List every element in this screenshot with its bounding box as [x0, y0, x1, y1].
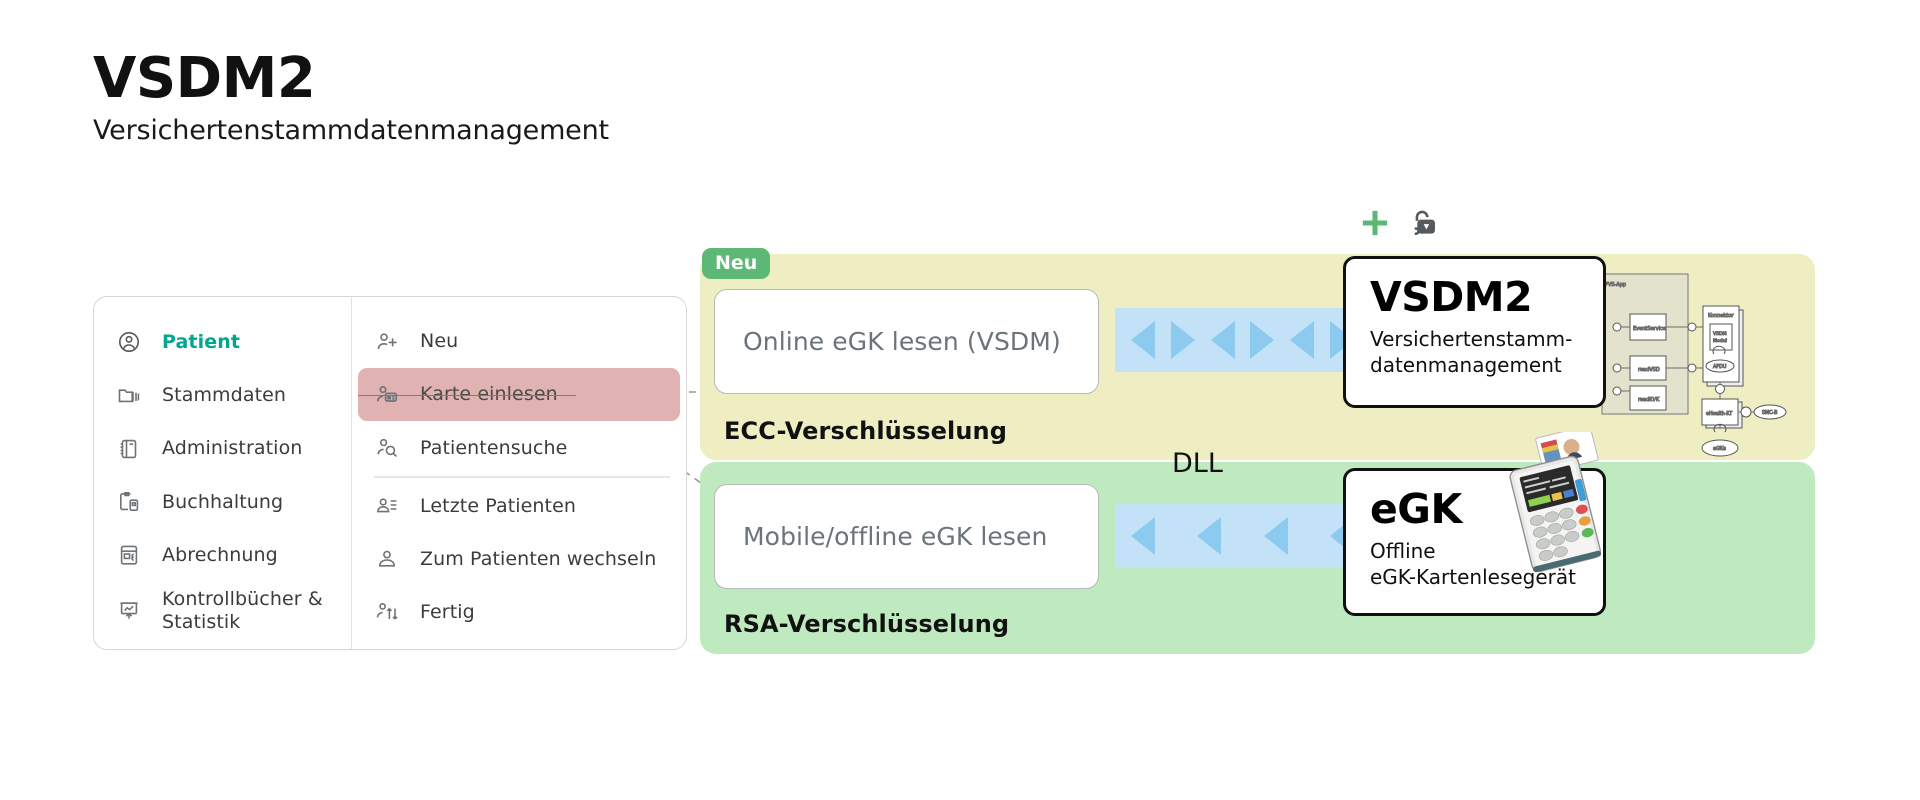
- info-card-title: VSDM2: [1370, 273, 1533, 321]
- presentation-chart-icon: [116, 598, 142, 624]
- menu-item-label: Patientensuche: [420, 436, 568, 459]
- band-rsa-offline: Mobile/offline eGK lesen DLL RSA-Verschl…: [700, 448, 1815, 654]
- menu-item-label: Buchhaltung: [162, 490, 284, 513]
- svg-text:eHealth-KT: eHealth-KT: [1706, 411, 1732, 417]
- menu-divider: [374, 476, 670, 478]
- card-online-egk-lesen[interactable]: Online eGK lesen (VSDM): [714, 289, 1099, 394]
- svg-text:APDU: APDU: [1713, 364, 1727, 370]
- arrow-left-icon: [1290, 321, 1315, 359]
- folders-icon: [116, 382, 142, 408]
- top-icons-group: [1358, 206, 1438, 244]
- menu-item-abrechnung[interactable]: Abrechnung: [94, 529, 351, 582]
- menu-item-fertig[interactable]: Fertig: [352, 586, 686, 639]
- arrow-left-icon: [1131, 321, 1155, 359]
- menu-item-label: Kontrollbücher & Statistik: [162, 588, 323, 633]
- arrow-strip-unidirectional: [1115, 504, 1370, 568]
- user-icon: [374, 546, 400, 572]
- user-arrows-icon: [374, 599, 400, 625]
- svg-text:EventService: EventService: [1633, 326, 1666, 332]
- user-card-icon: [374, 382, 400, 408]
- notebook-icon: [116, 436, 142, 462]
- svg-text:readKVK: readKVK: [1638, 397, 1660, 403]
- svg-text:VSDM: VSDM: [1713, 331, 1727, 337]
- user-search-icon: [374, 435, 400, 461]
- arrow-left-icon: [1197, 517, 1222, 555]
- user-circle-icon: [116, 329, 142, 355]
- menu-item-label: Administration: [162, 437, 303, 460]
- user-list-icon: [374, 493, 400, 519]
- menu-item-stammdaten[interactable]: Stammdaten: [94, 368, 351, 421]
- arrow-left-icon: [1210, 321, 1235, 359]
- plus-icon: [1358, 206, 1392, 244]
- info-card-subtitle: Versichertenstamm- datenmanagement: [1370, 327, 1573, 378]
- menu-column-secondary: Neu Karte einlesen: [352, 297, 686, 649]
- svg-text:readVSD: readVSD: [1638, 367, 1660, 373]
- menu-item-patient[interactable]: Patient: [94, 315, 351, 368]
- menu-item-buchhaltung[interactable]: Buchhaltung: [94, 475, 351, 528]
- card-mobile-offline-egk-lesen[interactable]: Mobile/offline eGK lesen: [714, 484, 1099, 589]
- menu-item-karte-einlesen[interactable]: Karte einlesen: [358, 368, 680, 422]
- status-badge-neu: Neu: [702, 248, 771, 279]
- menu-item-label: Patient: [162, 330, 241, 353]
- menu-item-patientensuche[interactable]: Patientensuche: [352, 421, 686, 474]
- unlocked-padlock-icon: [1406, 207, 1438, 243]
- menu-item-label: Letzte Patienten: [420, 495, 577, 517]
- caption-ecc-verschluesselung: ECC-Verschlüsselung: [724, 417, 1007, 445]
- menu-item-label: Abrechnung: [162, 544, 278, 567]
- svg-text:Konnektor: Konnektor: [1708, 313, 1734, 319]
- user-plus-icon: [374, 329, 400, 355]
- info-card-title: eGK: [1370, 485, 1462, 533]
- menu-item-label: Neu: [420, 330, 459, 353]
- arrow-strip-bidirectional: [1115, 308, 1370, 372]
- arrow-right-icon: [1250, 321, 1275, 359]
- arrow-left-icon: [1131, 517, 1155, 555]
- clipboard-card-icon: [116, 489, 142, 515]
- arrow-right-icon: [1170, 321, 1195, 359]
- egk-card-reader-illustration: [1509, 432, 1602, 573]
- arrow-left-icon: [1263, 517, 1288, 555]
- menu-item-neu[interactable]: Neu: [352, 315, 686, 368]
- receipt-calculator-icon: [116, 542, 142, 568]
- info-card-vsdm2: VSDM2 Versichertenstamm- datenmanagement: [1343, 256, 1606, 408]
- svg-text:PVS-App: PVS-App: [1605, 282, 1626, 288]
- menu-item-label: Fertig: [420, 601, 475, 624]
- svg-text:Modul: Modul: [1713, 338, 1727, 344]
- menu-item-kontrollbuecher-statistik[interactable]: Kontrollbücher & Statistik: [94, 582, 351, 639]
- menu-item-letzte-patienten[interactable]: Letzte Patienten: [352, 480, 686, 533]
- menu-column-primary: Patient Stammdaten: [94, 297, 352, 649]
- svg-text:SMC-B: SMC-B: [1762, 410, 1777, 416]
- menu-item-label: Zum Patienten wechseln: [420, 548, 657, 571]
- title-block: VSDM2 Versichertenstammdatenmanagement: [93, 46, 609, 146]
- svg-text:eGKs: eGKs: [1713, 446, 1726, 452]
- menu-item-label: Karte einlesen: [358, 383, 576, 406]
- practice-software-menu[interactable]: Patient Stammdaten: [93, 296, 687, 650]
- page-subtitle: Versichertenstammdatenmanagement: [93, 114, 609, 146]
- label-dll: DLL: [1172, 448, 1223, 479]
- menu-item-administration[interactable]: Administration: [94, 422, 351, 475]
- menu-item-zum-patienten-wechseln[interactable]: Zum Patienten wechseln: [352, 533, 686, 586]
- menu-item-label: Stammdaten: [162, 383, 287, 406]
- caption-rsa-verschluesselung: RSA-Verschlüsselung: [724, 610, 1010, 638]
- page-title: VSDM2: [93, 46, 316, 111]
